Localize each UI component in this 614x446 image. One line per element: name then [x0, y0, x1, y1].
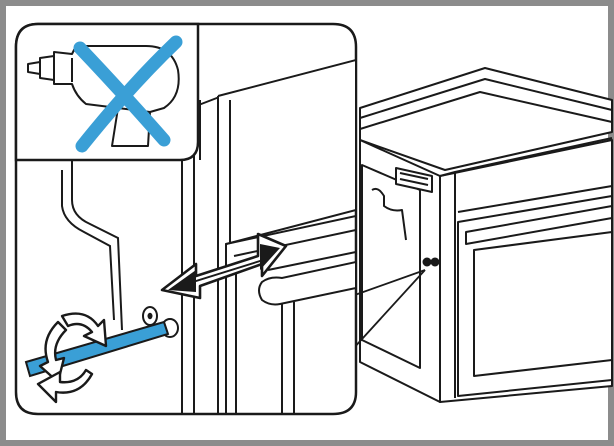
oven-door-handle — [465, 205, 613, 245]
oven-door-top-edge — [457, 185, 613, 213]
closeup-door-edge — [281, 302, 295, 414]
cabinet-inner-panel-edge — [61, 170, 115, 321]
cabinet-inner-panel — [71, 160, 123, 331]
oven-side-bracket — [371, 187, 407, 241]
mounting-hole-lower — [430, 257, 440, 267]
oven-illustration — [359, 67, 613, 403]
callout-lines — [351, 269, 426, 351]
oven-front-trim — [439, 137, 613, 398]
closeup-front-frame — [217, 58, 356, 414]
mounting-hole-upper — [422, 257, 432, 267]
closeup-front-edge-2 — [233, 229, 356, 257]
blue-x-cross-icon — [73, 35, 183, 153]
closeup-front-edge — [225, 215, 356, 245]
oven-top-edge — [359, 78, 613, 119]
oven-body-side — [361, 164, 421, 369]
prohibited-tool-inset — [14, 22, 200, 162]
closeup-handle-top — [267, 251, 356, 271]
rotate-arrows-icon — [36, 312, 108, 404]
double-headed-arrow-fill — [168, 244, 280, 292]
oven-vent-inner — [399, 172, 429, 186]
oven-top-inner-edge — [359, 91, 613, 130]
closeup-front-frame-inner — [217, 96, 231, 414]
washer-hole — [147, 312, 153, 320]
oven-door-window — [473, 231, 613, 377]
detail-view — [14, 22, 358, 416]
closeup-handle — [258, 260, 356, 306]
